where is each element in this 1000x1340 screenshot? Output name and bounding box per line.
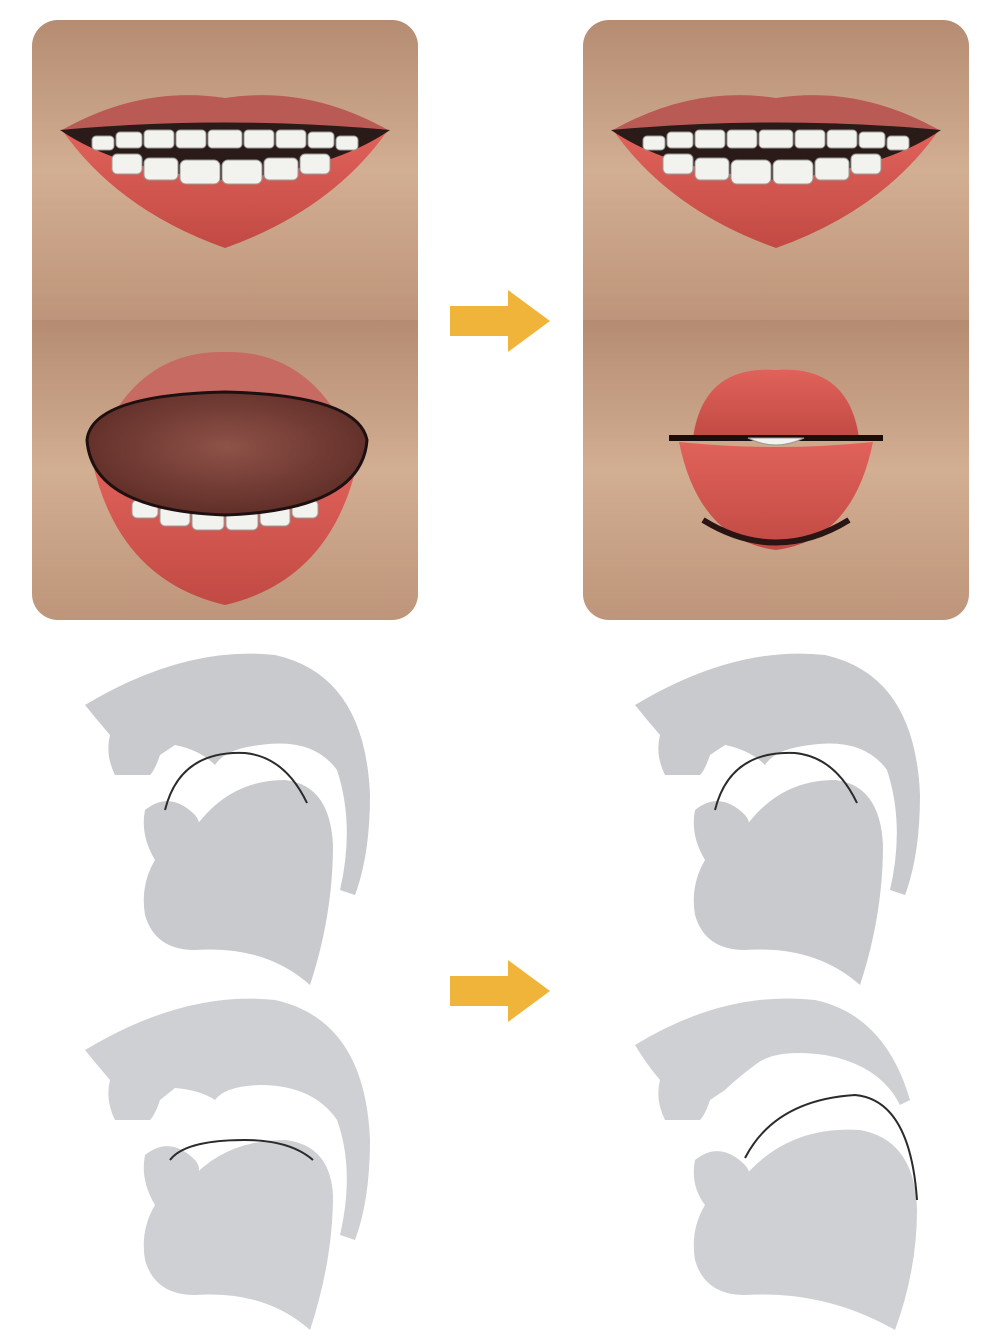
sagittal-diagram-top-left xyxy=(75,645,395,990)
tongue-contour-line xyxy=(164,751,308,811)
smile-mouth-upper-right xyxy=(583,20,969,320)
tongue-contour-line xyxy=(714,751,858,811)
pursed-lips-lower xyxy=(583,320,969,620)
mouth-panel-left xyxy=(32,20,418,620)
sagittal-diagram-bottom-left xyxy=(75,990,395,1335)
open-mouth-lower xyxy=(32,320,418,620)
mouth-panel-right xyxy=(583,20,969,620)
tongue-contour-line xyxy=(169,1138,314,1161)
sagittal-diagram-top-right xyxy=(625,645,945,990)
tongue-contour-line xyxy=(744,1093,918,1201)
mouth-panel-right-graphic xyxy=(583,20,969,620)
right-arrow-icon xyxy=(450,960,550,1022)
right-arrow-icon xyxy=(450,290,550,352)
sagittal-diagram-bottom-right xyxy=(625,990,945,1335)
smile-mouth-upper xyxy=(32,20,418,320)
mouth-panel-left-graphic xyxy=(32,20,418,620)
